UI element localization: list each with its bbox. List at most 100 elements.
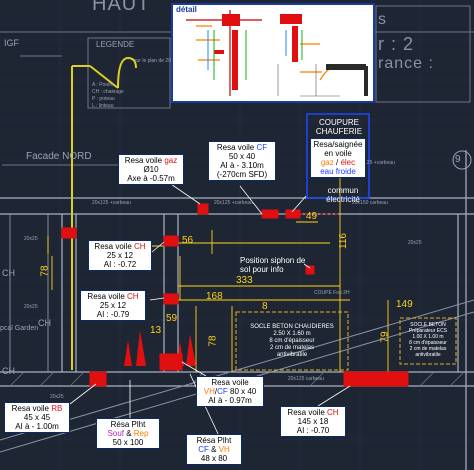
socle-ecs-text: SOCLE BETON Préparateur ECS 1.00 X 1.00 … bbox=[402, 322, 454, 358]
callout-rb-left-type: RB bbox=[51, 404, 63, 413]
callout-gaz-type: gaz bbox=[164, 156, 178, 165]
socle-ecs-line-6: antivibratile bbox=[415, 352, 441, 358]
callout-cf-top-level: AI à - 3.10m bbox=[220, 161, 264, 170]
callout-plht-1-size: 50 x 100 bbox=[112, 438, 144, 447]
garden-label: pcal Garden bbox=[0, 325, 39, 332]
dimension-13: 13 bbox=[150, 325, 162, 336]
callout-ch-2-level: AI : -0.79 bbox=[96, 310, 130, 319]
facade-label: Facade NORD bbox=[26, 151, 92, 162]
rance-label: rance : bbox=[378, 55, 434, 72]
dimension-78b: 78 bbox=[39, 265, 51, 277]
callout-gaz: Resa voile gaz Ø10 Axe à -0.57m bbox=[118, 154, 184, 185]
dimension-49: 49 bbox=[306, 211, 318, 222]
callout-ch-1: Resa voile CH 25 x 12 AI : -0.72 bbox=[88, 240, 152, 271]
haut-label: HAUT bbox=[92, 0, 151, 15]
callout-vh-cf: Resa voile VH/CF 80 x 40 AI à - 0.97m bbox=[196, 376, 264, 407]
coupure-label: COUPURE CHAUFERIE bbox=[314, 118, 364, 136]
callout-saignee-gaz: gaz bbox=[320, 158, 334, 167]
siphon-label: Position siphon de sol pour info bbox=[240, 256, 305, 274]
legend-p: P : poteau bbox=[92, 96, 115, 102]
socle-chaudiere-line-2: 2.50 X 1.60 m bbox=[273, 331, 311, 337]
callout-gaz-prefix: Resa voile bbox=[124, 156, 165, 165]
callout-saignee-line-2: en voile bbox=[324, 149, 352, 158]
callout-ch-right-prefix: Resa voile bbox=[287, 408, 327, 417]
carbeau-label-4: 20x125 +carbeau bbox=[356, 160, 395, 166]
reservation-crosses bbox=[63, 227, 177, 305]
dimension-333: 333 bbox=[236, 275, 253, 286]
callout-plht-1-amp: & bbox=[124, 429, 134, 438]
socle-ecs-line-2: Préparateur ECS bbox=[408, 328, 448, 334]
callout-ch-1-prefix: Resa voile bbox=[94, 242, 134, 251]
callout-ch-2-size: 25 x 12 bbox=[99, 301, 127, 310]
legend-title: LEGENDE bbox=[96, 40, 135, 49]
lamp-post bbox=[71, 56, 137, 370]
callout-ch-right-type: CH bbox=[327, 408, 339, 417]
callout-cf-top: Resa voile CF 50 x 40 AI à - 3.10m (-270… bbox=[208, 141, 276, 181]
callout-ch-right-size: 145 x 18 bbox=[297, 417, 329, 426]
socle-chaudiere-line-5: antivibratile bbox=[276, 352, 308, 358]
legend-ch: CH : chainage bbox=[92, 89, 124, 95]
coupure-line-1: COUPURE bbox=[318, 118, 359, 127]
socle-ecs-box bbox=[399, 317, 457, 365]
callout-ch-right: Resa voile CH 145 x 18 AI : -0.70 bbox=[280, 406, 346, 437]
dim-20x25-label-b: 20x25 bbox=[50, 394, 64, 400]
callout-plht-2-vh: VH bbox=[218, 445, 230, 454]
callout-ch-1-size: 25 x 12 bbox=[106, 251, 134, 260]
axis-marker bbox=[452, 150, 472, 170]
callout-ch-1-type: CH bbox=[134, 242, 146, 251]
dim-20x25-label-d: 20x25 bbox=[408, 240, 422, 246]
callout-vh-cf-level: AI à - 0.97m bbox=[208, 396, 252, 405]
callout-rb-left: Resa voile RB 45 x 45 AI à - 1.00m bbox=[4, 402, 70, 433]
leader-lines bbox=[69, 181, 351, 439]
carbeau-label-1: 20x125 +carbeau bbox=[92, 200, 131, 206]
detail-title: détail bbox=[176, 5, 197, 14]
socle-chaudiere-box bbox=[235, 311, 349, 371]
callout-plht-1-line-1: Résa Plht bbox=[110, 420, 146, 429]
coupe-label: COUPE Fou 2H bbox=[314, 290, 350, 296]
carbeau-label-2: 20x125 +carbeau bbox=[214, 200, 253, 206]
detail-drawing bbox=[171, 3, 375, 103]
carbeau-label-3: 20x150 carbeau bbox=[352, 200, 388, 206]
callout-plht-2: Résa Plht CF & VH 48 x 80 bbox=[186, 434, 242, 465]
callout-rb-left-level: AI à - 1.00m bbox=[15, 422, 59, 431]
callout-vh-cf-slash: / bbox=[214, 387, 218, 396]
wall-upper bbox=[0, 197, 474, 215]
plenum-shapes bbox=[124, 330, 196, 366]
commun-line-2: électricité bbox=[326, 195, 360, 204]
callout-rb-left-prefix: Resa voile bbox=[11, 404, 52, 413]
axis-9-label: 9 bbox=[455, 154, 461, 165]
callout-ch-2: Resa voile CH 25 x 12 AI : -0.79 bbox=[80, 290, 146, 321]
callout-plht-2-amp: & bbox=[208, 445, 219, 454]
callout-vh-cf-cf: CF bbox=[217, 387, 228, 396]
dimension-59: 59 bbox=[166, 313, 178, 324]
ch-bottom-label: CH bbox=[2, 366, 15, 376]
ch-left2-label: CH bbox=[38, 318, 51, 328]
callout-vh-cf-size: 80 x 40 bbox=[227, 387, 257, 396]
coupure-line-2: CHAUFERIE bbox=[315, 127, 363, 136]
dimension-79: 79 bbox=[379, 331, 391, 343]
callout-ch-2-prefix: Resa voile bbox=[87, 292, 127, 301]
callout-plht-1-rep: Rep bbox=[133, 429, 149, 438]
dim-20x25-label: 20x25 bbox=[24, 236, 38, 242]
callout-saignee-sep: / bbox=[333, 158, 341, 167]
socle-chaudiere-line-4: 2 cm de matelas bbox=[269, 345, 315, 351]
callout-plht-1-souf: Souf bbox=[107, 429, 124, 438]
callout-saignee-elec: élec bbox=[340, 158, 356, 167]
callout-plht-2-size: 48 x 80 bbox=[200, 454, 228, 463]
socle-chaudiere-line-1: SOCLE BETON CHAUDIERES bbox=[250, 324, 334, 330]
partial-s-label: s bbox=[378, 11, 387, 28]
callout-saignee: Resa/saignée en voile gaz / élec eau fro… bbox=[310, 138, 366, 178]
siphon-line-1: Position siphon de bbox=[240, 256, 306, 265]
callout-gaz-size: Ø10 bbox=[143, 165, 159, 174]
coupure-box bbox=[306, 113, 370, 199]
callout-saignee-line-1: Resa/saignée bbox=[313, 140, 363, 149]
dimension-116: 116 bbox=[337, 233, 349, 249]
callout-ch-2-type: CH bbox=[127, 292, 139, 301]
callout-plht-1: Résa Plht Souf & Rep 50 x 100 bbox=[96, 418, 160, 449]
legend-l: L : linteau bbox=[92, 103, 114, 109]
callout-rb-left-size: 45 x 45 bbox=[23, 413, 51, 422]
callout-gaz-level: Axe à -0.57m bbox=[127, 174, 175, 183]
dim-20x25-label-c: 20x25 bbox=[24, 304, 38, 310]
callout-cf-top-note: (-270cm SFD) bbox=[216, 170, 268, 179]
